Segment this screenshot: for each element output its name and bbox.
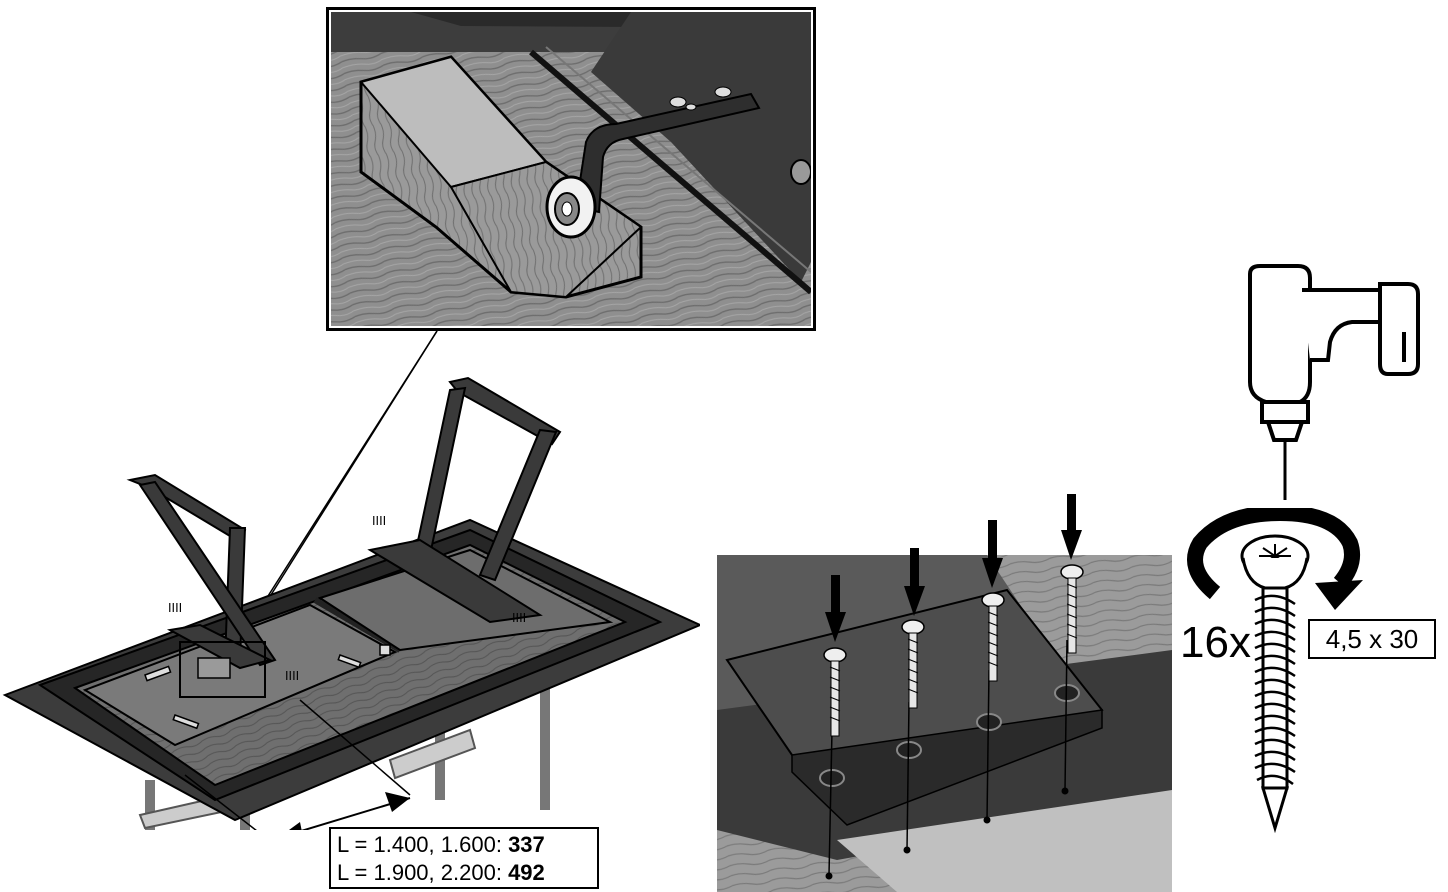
insert-arrows — [825, 494, 1082, 642]
screw-size-label: 4,5 x 30 — [1308, 619, 1436, 659]
table-top — [591, 12, 811, 282]
svg-text:IIII: IIII — [168, 601, 182, 615]
dimension-value-2: 492 — [508, 860, 545, 885]
clockwise-rotation-icon — [1187, 508, 1363, 610]
screw-markers: IIII IIII IIII IIII — [168, 514, 526, 683]
metal-bracket — [574, 92, 761, 214]
dimension-line — [300, 797, 411, 830]
table-assembly: IIII IIII IIII IIII — [2, 376, 700, 830]
screw-rotation-graphic — [1187, 508, 1363, 833]
guide-lines — [828, 639, 1068, 876]
left-a-frame — [126, 473, 277, 670]
svg-text:IIII: IIII — [372, 514, 386, 528]
detail-marker — [179, 641, 266, 698]
screw-set — [823, 564, 1084, 737]
screw-icon — [1240, 534, 1310, 833]
svg-text:IIII: IIII — [512, 611, 526, 625]
right-a-frame — [367, 376, 562, 624]
detail-illustration — [331, 12, 811, 326]
screw-closeup — [717, 494, 1172, 892]
dimension-value-1: 337 — [508, 832, 545, 857]
dimension-row-1: L = 1.400, 1.600: 337 — [337, 832, 545, 857]
cordless-drill-icon — [1248, 264, 1420, 500]
svg-text:IIII: IIII — [285, 669, 299, 683]
dimension-row-2: L = 1.900, 2.200: 492 — [337, 860, 545, 885]
dimension-callout: L = 1.400, 1.600: 337 L = 1.900, 2.200: … — [329, 827, 599, 889]
screw-quantity: 16x — [1180, 618, 1251, 667]
detail-inset — [326, 7, 816, 331]
